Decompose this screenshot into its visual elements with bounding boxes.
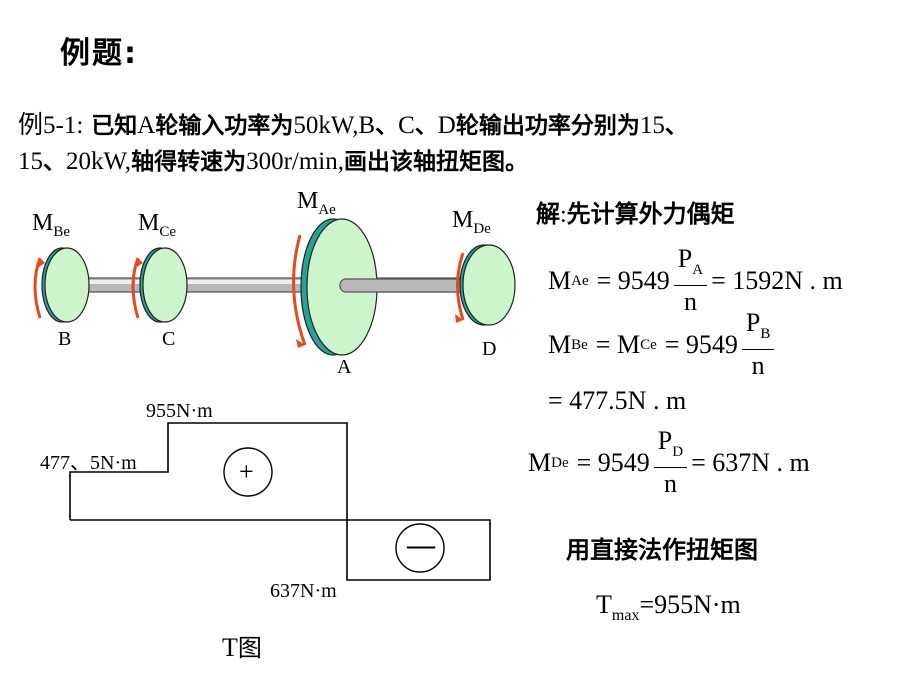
wheel-label-A: A <box>337 356 352 378</box>
problem-text: 轮输入功率为 <box>155 113 294 139</box>
torque-left-label: 477、5N·m <box>40 452 137 474</box>
problem-text: 画出该轴扭矩图。 <box>343 149 528 175</box>
wheel-C <box>131 247 188 323</box>
problem-text: 50kW,B <box>293 112 376 139</box>
problem-text: 轮输出功率分别为 <box>455 113 640 139</box>
problem-text: C <box>398 112 415 139</box>
problem-text: 已知 <box>83 113 138 139</box>
moment-label-Be: MBe <box>32 210 71 240</box>
wheel-label-D: D <box>482 338 497 360</box>
minus-sign: — <box>407 530 435 561</box>
moment-label-Ce: MCe <box>138 210 177 240</box>
negative-region-circle <box>395 523 445 573</box>
wheel-D <box>455 244 516 326</box>
problem-text: 15 <box>639 112 665 139</box>
torque-diagram <box>69 422 491 581</box>
moment-label-Ae: MAe <box>297 188 336 218</box>
problem-prefix: 例5-1: <box>18 112 84 139</box>
wheel-A <box>292 218 485 356</box>
torque-max-label: 955N·m <box>146 400 213 422</box>
wheel-label-C: C <box>162 328 176 350</box>
problem-text: 15 <box>18 148 43 175</box>
problem-text: A <box>137 112 156 139</box>
diagram-caption: T图 <box>222 633 262 662</box>
method-text: 用直接法作扭矩图 <box>566 536 758 564</box>
problem-text: 轴得转速为 <box>131 149 247 175</box>
problem-text: 、 <box>414 113 438 139</box>
problem-statement: 例5-1: 已知A轮输入功率为50kW,B、C、D轮输出功率分别为15、15、2… <box>18 108 888 180</box>
moment-label-De: MDe <box>452 207 491 237</box>
problem-text: 、 <box>375 113 399 139</box>
problem-text: 300r/min, <box>246 148 344 175</box>
wheel-B <box>33 247 90 323</box>
equation-Be-value: = 477.5N . m <box>548 386 687 415</box>
tmax-result: Tmax=955N·m <box>596 590 741 624</box>
problem-text: 20kW, <box>66 148 132 175</box>
solution-heading: 解:先计算外力偶矩 <box>536 200 735 228</box>
torque-negative-label: 637N·m <box>270 580 337 602</box>
wheel-label-B: B <box>58 328 72 350</box>
problem-text: D <box>437 112 456 139</box>
plus-sign: + <box>239 457 254 486</box>
problem-text: 、 <box>664 113 688 139</box>
problem-text: 、 <box>43 149 66 175</box>
positive-region-circle <box>223 447 273 497</box>
page-title: 例题: <box>60 36 138 71</box>
